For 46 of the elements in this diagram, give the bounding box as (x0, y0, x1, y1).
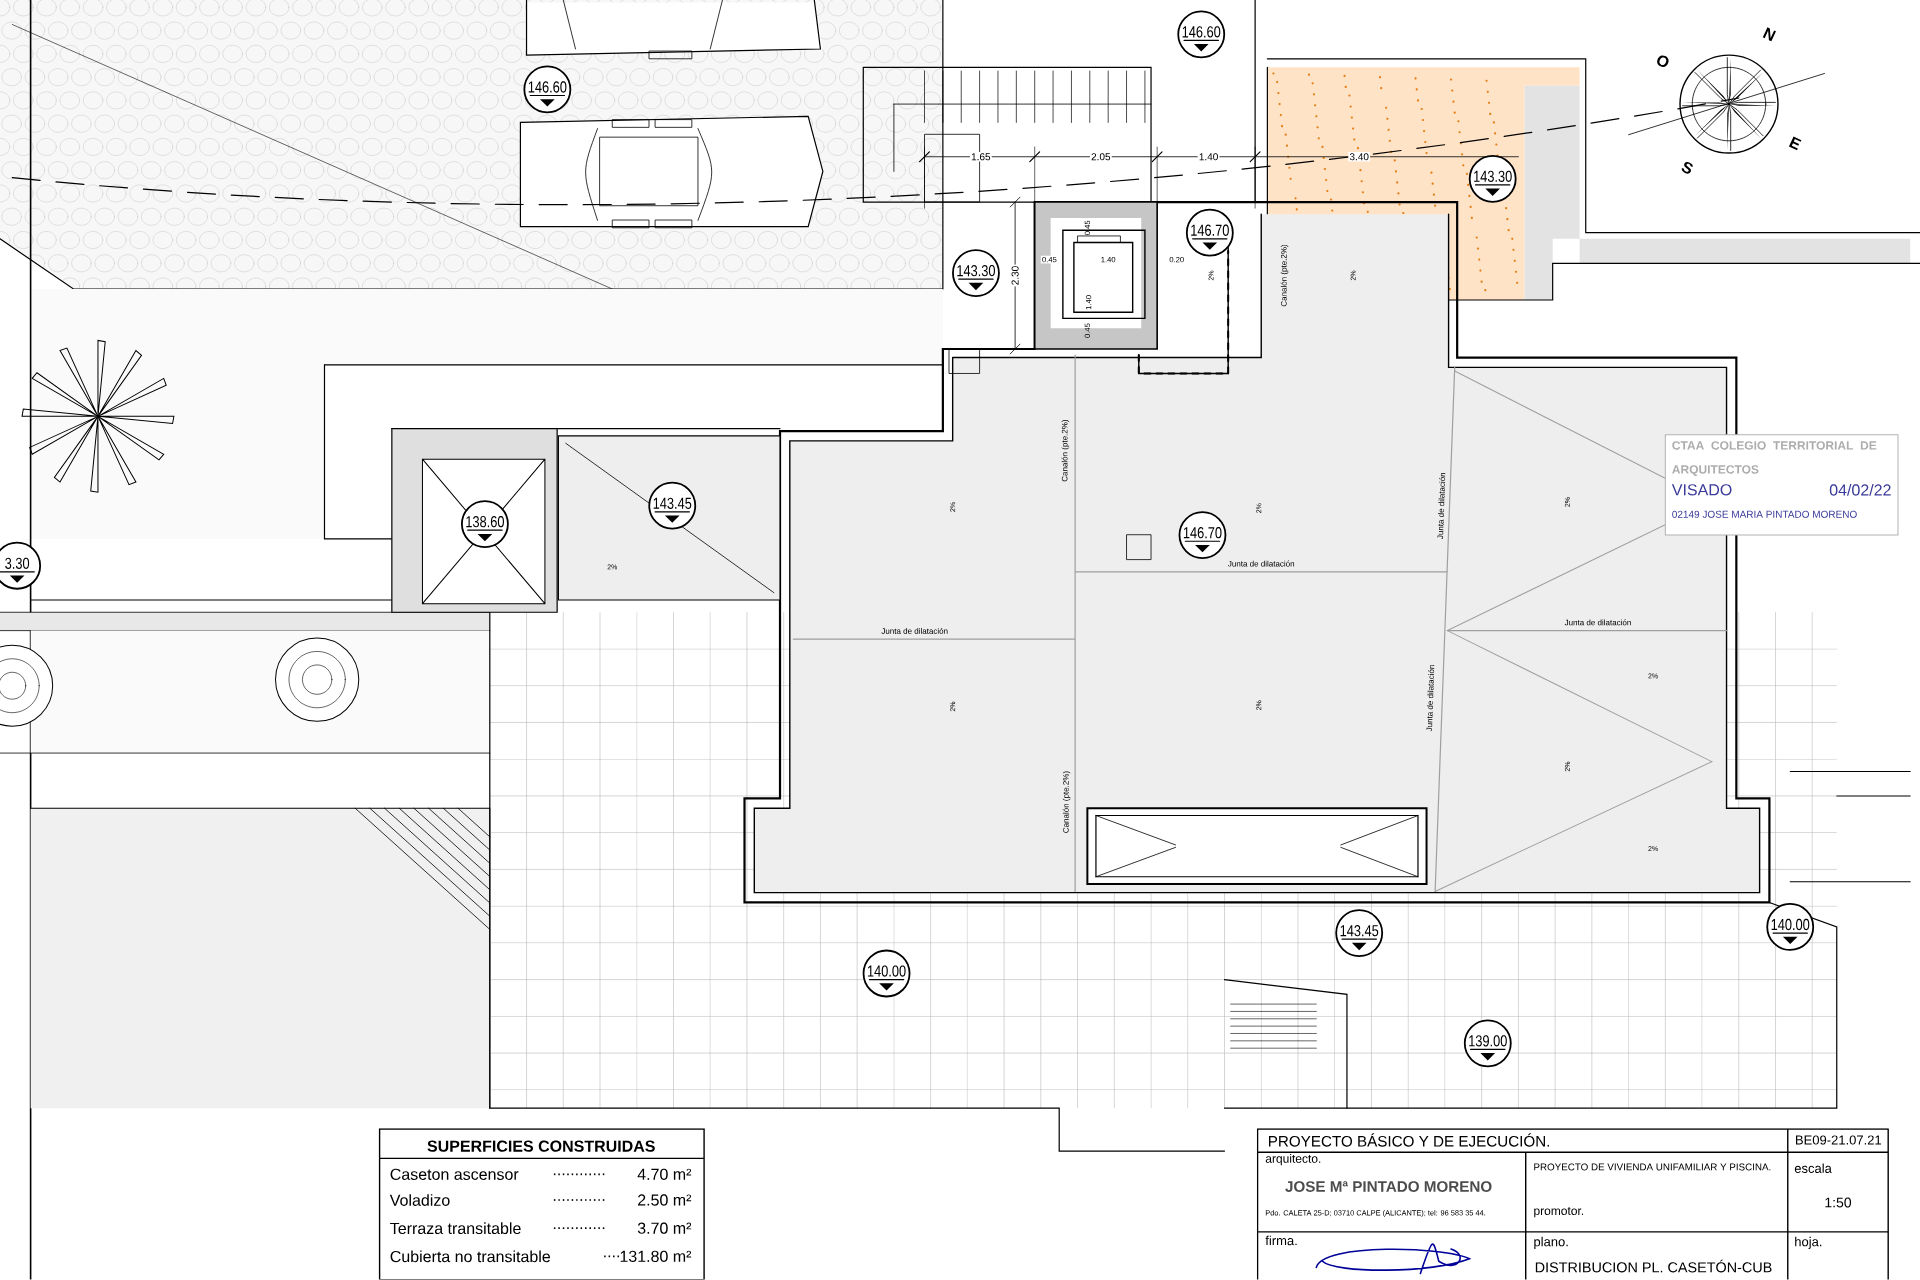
stamp-text: CTAA COLEGIO TERRITORIAL DE ARQUITECTOS (1672, 441, 1877, 477)
table-text: ............ (553, 1227, 605, 1230)
table-text: Voladizo (389, 1194, 450, 1207)
title-block-text: DISTRIBUCION PL. CASETÓN-CUB (1535, 1260, 1772, 1273)
title-block-text: PROYECTO BÁSICO Y DE EJECUCIÓN. (1269, 1133, 1549, 1147)
title-block-text: JOSE Mª PINTADO MORENO (1285, 1181, 1492, 1193)
title-block-text: firma. (1265, 1235, 1297, 1246)
table-text: .... (604, 1255, 619, 1258)
table-text: 131.80 m² (620, 1250, 692, 1263)
dimension-text: 3.40 (1348, 152, 1371, 162)
table-text: 3.70 m² (637, 1222, 692, 1235)
title-block-text: escala (1794, 1163, 1832, 1174)
title-block-text: promotor. (1534, 1207, 1584, 1218)
dimension-text: 1.40 (1197, 152, 1220, 162)
table-text: Caseton ascensor (390, 1168, 519, 1181)
joint-label: Junta de dilatación (1228, 560, 1295, 567)
table-text: Cubierta no transitable (390, 1250, 550, 1263)
dimension-text: 1.65 (969, 152, 992, 162)
joint-label: Junta de dilatación (1426, 665, 1435, 732)
dimension-text: 2.05 (1089, 152, 1112, 162)
title-block-text: BE09-21.07.21 (1796, 1135, 1882, 1145)
title-block-text: 1:50 (1825, 1197, 1852, 1208)
table-text: ............ (553, 1173, 605, 1176)
dimension-text: 2.30 (1010, 264, 1020, 287)
table-text: 2.50 m² (638, 1194, 692, 1206)
table-text: 4.70 m² (637, 1168, 692, 1181)
joint-label: Junta de dilatación (1437, 473, 1446, 540)
table-text: Terraza transitable (390, 1222, 521, 1235)
joint-label: Junta de dilatación (1564, 619, 1631, 626)
stamp-text: VISADO (1671, 484, 1732, 496)
gutter-label: Canalón (pte.2%) (1280, 245, 1289, 307)
gutter-label: Canalón (pte.2%) (1062, 771, 1071, 833)
compass-letter: N (1762, 27, 1776, 42)
stamp-text: 04/02/22 (1829, 484, 1891, 496)
title-block-text: arquitecto. (1265, 1154, 1321, 1166)
compass-letter: O (1657, 55, 1669, 68)
table-text: ............ (553, 1199, 605, 1202)
gutter-label: Canalón (pte.2%) (1061, 420, 1070, 482)
title-block-text: PROYECTO DE VIVIENDA UNIFAMILIAR Y PISCINA. (1534, 1163, 1771, 1171)
table-title: SUPERFICIES CONSTRUIDAS (427, 1140, 655, 1152)
title-block-text: plano. (1534, 1237, 1568, 1250)
title-block-text: hoja. (1795, 1237, 1822, 1250)
compass-letter: S (1681, 162, 1693, 174)
joint-label: Junta de dilatación (881, 628, 948, 635)
stamp-text: 02149 JOSE MARIA PINTADO MORENO (1672, 510, 1857, 519)
compass-letter: E (1788, 136, 1802, 151)
